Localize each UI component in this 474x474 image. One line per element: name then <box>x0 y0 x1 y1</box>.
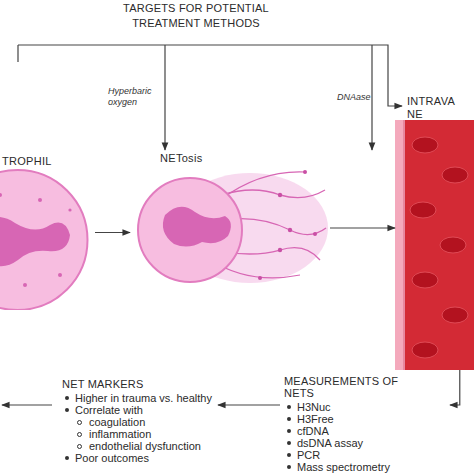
list-row: PCR <box>284 449 450 461</box>
list-item: Higher in trauma vs. healthy <box>75 392 212 404</box>
figure-title: TARGETS FOR POTENTIAL TREATMENT METHODS <box>113 1 279 31</box>
list-item: inflammation <box>89 428 151 440</box>
sub-bullet <box>77 444 82 449</box>
bullet-dot <box>287 441 291 445</box>
text-block: INTRAVA NE <box>407 95 469 121</box>
bracket-line <box>17 45 18 62</box>
node-label: INTRAVA NE <box>407 95 469 121</box>
netosis-cell <box>130 150 330 300</box>
list-item: cfDNA <box>297 425 329 437</box>
bracket-line <box>18 45 402 106</box>
list-row: dsDNA assay <box>284 437 450 449</box>
list-item: dsDNA assay <box>297 437 363 449</box>
bullet-dot <box>65 396 69 400</box>
bullet-dot <box>287 453 291 457</box>
list-item: PCR <box>297 449 320 461</box>
text-block: NETosis <box>160 152 240 165</box>
treatment-label: DNAase <box>337 92 377 103</box>
list-item: endothelial dysfunction <box>89 440 201 452</box>
target-arrow <box>371 45 372 150</box>
list-heading: MEASUREMENTS OF NETS <box>284 375 404 399</box>
outgoing-arrow <box>2 404 52 405</box>
node-label: NETosis <box>160 152 240 165</box>
text-block: TROPHIL <box>2 155 82 168</box>
list-row: Higher in trauma vs. healthy <box>62 392 218 404</box>
text-block: NET MARKERS Higher in trauma vs. healthyC… <box>62 378 218 464</box>
bullet-dot <box>287 429 291 433</box>
list-row: endothelial dysfunction <box>62 440 218 452</box>
bullet-dot <box>287 405 291 409</box>
netosis-node: NETosis <box>130 150 330 300</box>
list-heading: NET MARKERS <box>62 378 218 390</box>
sub-bullet <box>77 420 82 425</box>
bullet-dot <box>287 465 291 469</box>
bullet-dot <box>65 456 69 460</box>
flow-arrow <box>95 232 130 233</box>
flow-arrow <box>330 227 395 228</box>
list-item: H3Nuc <box>297 401 331 413</box>
list-item: Correlate with <box>75 404 143 416</box>
list-row: inflammation <box>62 428 218 440</box>
measurement-list: MEASUREMENTS OF NETS H3NucH3FreecfDNAdsDN… <box>280 372 450 472</box>
list-row: cfDNA <box>284 425 450 437</box>
target-arrow <box>164 45 165 150</box>
blood-vessel <box>395 95 474 370</box>
text-block: MEASUREMENTS OF NETS H3NucH3FreecfDNAdsDN… <box>284 375 450 473</box>
list-row: Correlate with <box>62 404 218 416</box>
treatment-label: Hyperbaric oxygen <box>108 86 163 108</box>
vessel-node: INTRAVA NE <box>395 95 474 370</box>
list-row: Mass spectrometry <box>284 461 450 473</box>
sub-bullet <box>77 432 82 437</box>
bullet-dot <box>287 417 291 421</box>
node-label: TROPHIL <box>2 155 82 168</box>
list-row: coagulation <box>62 416 218 428</box>
list-item: Mass spectrometry <box>297 461 390 473</box>
list-item: H3Free <box>297 413 334 425</box>
marker-list: NET MARKERS Higher in trauma vs. healthyC… <box>58 372 218 472</box>
list-row: Poor outcomes <box>62 452 218 464</box>
list-row: H3Nuc <box>284 401 450 413</box>
list-item: Poor outcomes <box>75 452 149 464</box>
neutrophil-cell <box>0 155 95 310</box>
list-row: H3Free <box>284 413 450 425</box>
neutrophil-node: TROPHIL <box>0 155 95 310</box>
bullet-dot <box>65 408 69 412</box>
list-item: coagulation <box>89 416 145 428</box>
flow-arrow <box>218 404 280 405</box>
flow-arrow <box>450 370 460 405</box>
